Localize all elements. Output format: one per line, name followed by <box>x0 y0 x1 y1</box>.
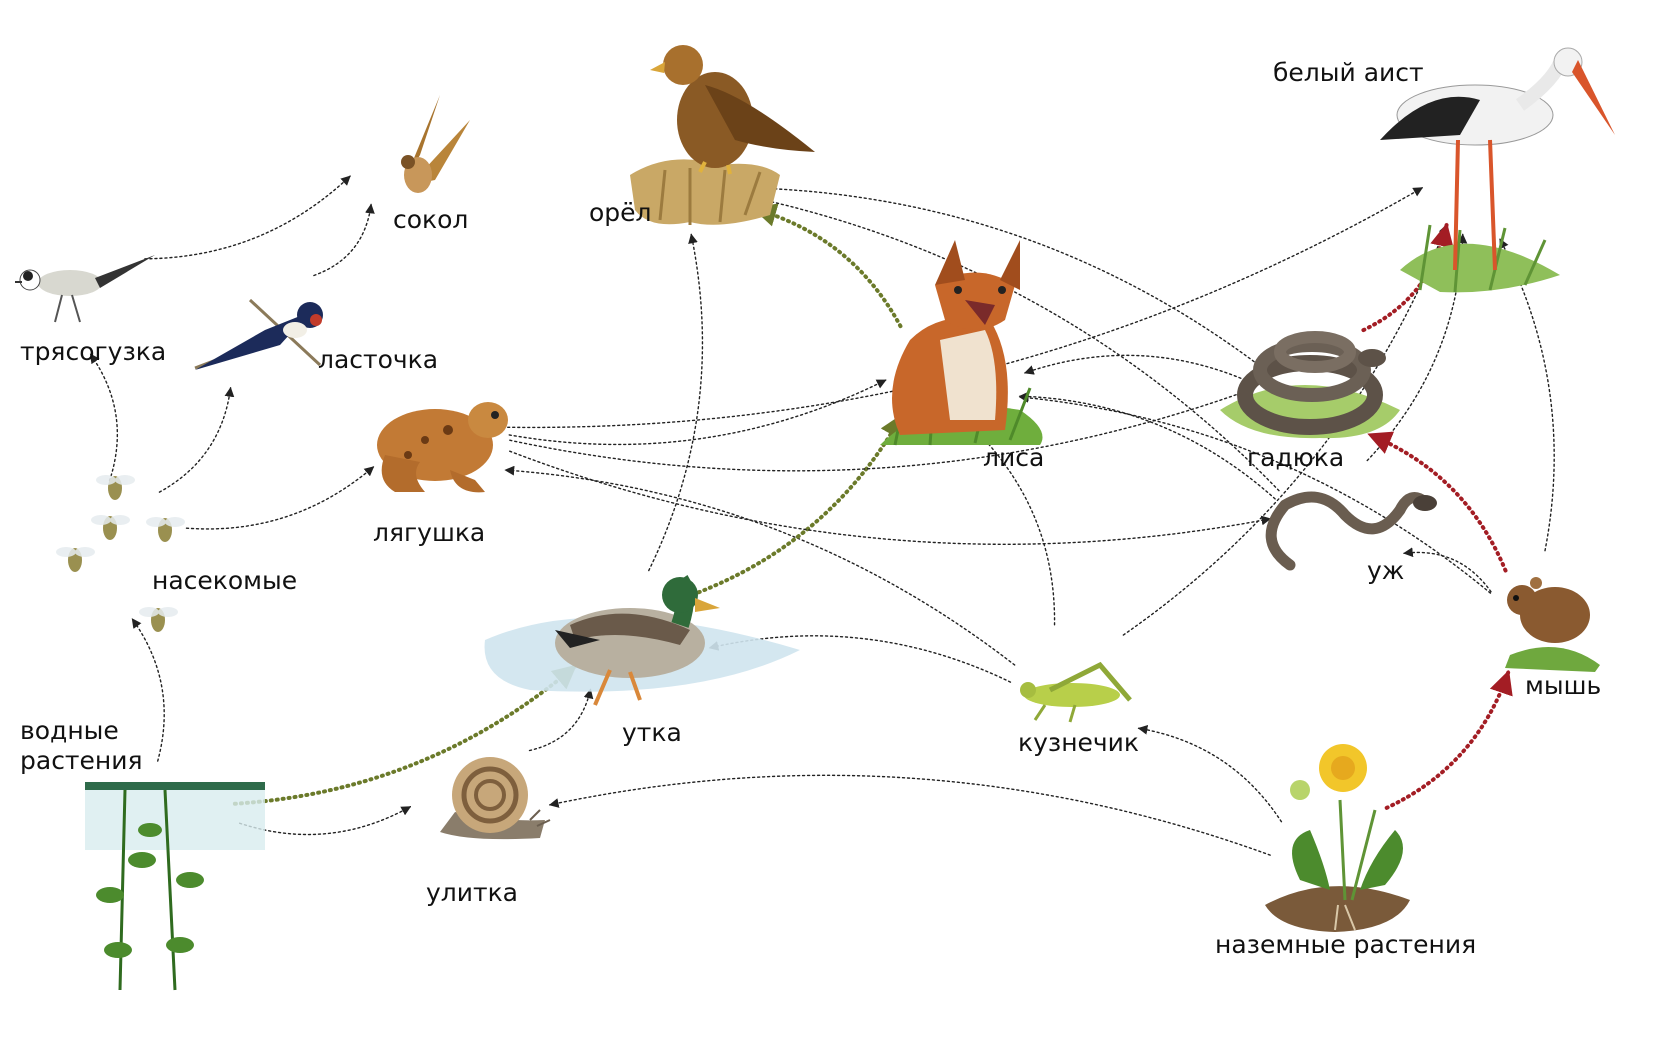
label-insects: насекомые <box>152 566 298 595</box>
edge-viper-to-stork <box>1361 222 1454 333</box>
label-swallow: ласточка <box>318 345 439 374</box>
edge-frog-to-grass_snake <box>509 450 1272 545</box>
edge-frog-to-viper <box>509 388 1252 472</box>
edge-swallow-to-falcon <box>313 203 375 277</box>
frog-illustration <box>377 402 508 493</box>
edge-duck-to-fox <box>691 413 904 597</box>
snail-illustration <box>440 757 551 840</box>
mouse-illustration <box>1505 577 1600 672</box>
label-wagtail: трясогузка <box>20 337 167 366</box>
edge-insects-to-swallow <box>158 386 235 493</box>
label-eagle: орёл <box>589 198 652 227</box>
edge-land_plants-to-grasshopper <box>1137 724 1283 823</box>
edge-water_plants-to-snail <box>238 806 412 836</box>
edge-mouse-to-fox <box>1018 392 1492 594</box>
wagtail-illustration <box>15 255 155 323</box>
edge-insects-to-frog <box>185 466 375 530</box>
falcon-illustration <box>401 95 470 193</box>
label-mouse: мышь <box>1525 671 1602 700</box>
edge-grasshopper-to-stork <box>1122 224 1449 636</box>
eagle-illustration <box>630 45 815 225</box>
edge-fox-to-eagle <box>752 203 903 329</box>
fox-illustration <box>880 240 1043 446</box>
grasshopper-illustration <box>1020 661 1132 723</box>
label-duck: утка <box>622 718 682 747</box>
duck-illustration <box>484 575 800 706</box>
edge-wagtail-to-falcon <box>144 175 351 260</box>
edge-duck-to-eagle <box>648 233 704 572</box>
label-stork: белый аист <box>1273 58 1424 87</box>
edge-viper-to-eagle <box>764 183 1255 363</box>
viper-illustration <box>1220 331 1400 439</box>
label-land-plants: наземные растения <box>1215 930 1477 959</box>
edge-grass_snake-to-stork <box>1366 233 1468 462</box>
edge-mouse-to-grass_snake <box>1403 547 1492 593</box>
label-water-plants: водные растения <box>20 716 143 775</box>
grass-snake-illustration <box>1265 491 1437 571</box>
edge-grasshopper-to-frog <box>504 465 1016 666</box>
label-fox: лиса <box>983 443 1045 472</box>
edge-land_plants-to-mouse <box>1384 669 1513 810</box>
edge-frog-to-stork <box>507 187 1424 429</box>
stork-illustration <box>1380 47 1615 293</box>
label-frog: лягушка <box>373 518 486 547</box>
edge-grass_snake-to-fox <box>1018 391 1276 500</box>
label-grasshopper: кузнечик <box>1018 728 1140 757</box>
edge-grasshopper-to-duck <box>708 635 1012 683</box>
swallow-illustration <box>194 298 323 370</box>
label-grass-snake: уж <box>1367 556 1405 585</box>
edge-grass_snake-to-eagle <box>760 196 1280 492</box>
edge-water_plants-to-duck <box>232 664 578 806</box>
insects-illustration <box>56 475 185 632</box>
label-snail: улитка <box>426 878 519 907</box>
label-viper: гадюка <box>1247 443 1345 472</box>
edge-water_plants-to-insects <box>131 618 165 762</box>
edge-land_plants-to-snail <box>548 774 1271 856</box>
label-falcon: сокол <box>393 205 469 234</box>
land-plants-illustration <box>1265 744 1410 932</box>
water-plants-illustration <box>85 782 265 991</box>
edge-mouse-to-viper <box>1367 431 1508 573</box>
edge-viper-to-fox <box>1024 354 1251 383</box>
edge-snail-to-duck <box>528 688 594 752</box>
edge-insects-to-wagtail <box>89 353 119 482</box>
